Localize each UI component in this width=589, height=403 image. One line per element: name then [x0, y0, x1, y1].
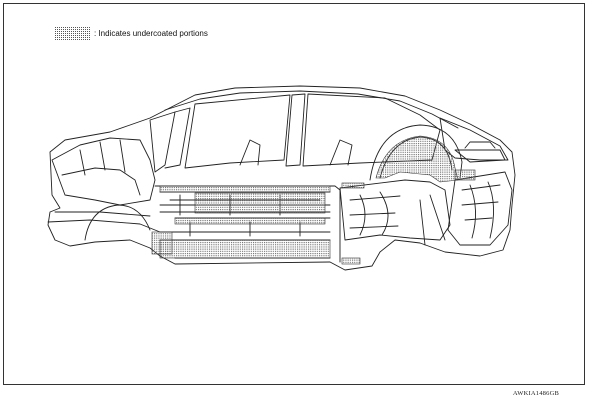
- undercoat-rear-wheelhouse: [375, 135, 459, 183]
- undercoat-rear-lower: [341, 257, 361, 265]
- undercoat-sill-upper: [159, 185, 331, 193]
- undercoat-floor-front: [194, 192, 326, 214]
- undercoat-hatch-swatch: [55, 27, 90, 40]
- front-wheel-arch: [84, 204, 151, 241]
- figure-id: AWKIA1486GB: [512, 390, 559, 397]
- front-structure: [51, 137, 156, 206]
- a-pillar: [149, 111, 176, 173]
- legend-label: : Indicates undercoated portions: [94, 29, 208, 38]
- undercoat-floor-mid: [159, 239, 331, 259]
- b-pillar: [285, 93, 306, 167]
- front-door-window: [184, 94, 291, 169]
- rear-structure: [447, 171, 513, 246]
- legend: : Indicates undercoated portions: [55, 27, 208, 40]
- rear-wheel-arch: [369, 124, 463, 181]
- undercoat-tunnel: [174, 217, 326, 225]
- diagram-frame: [3, 3, 585, 385]
- undercoat-rear-side: [454, 169, 476, 181]
- undercoat-sill-lower: [151, 231, 173, 255]
- body-outline: [47, 85, 516, 271]
- undercoat-rear-patch: [341, 182, 365, 189]
- rear-floor: [339, 179, 451, 241]
